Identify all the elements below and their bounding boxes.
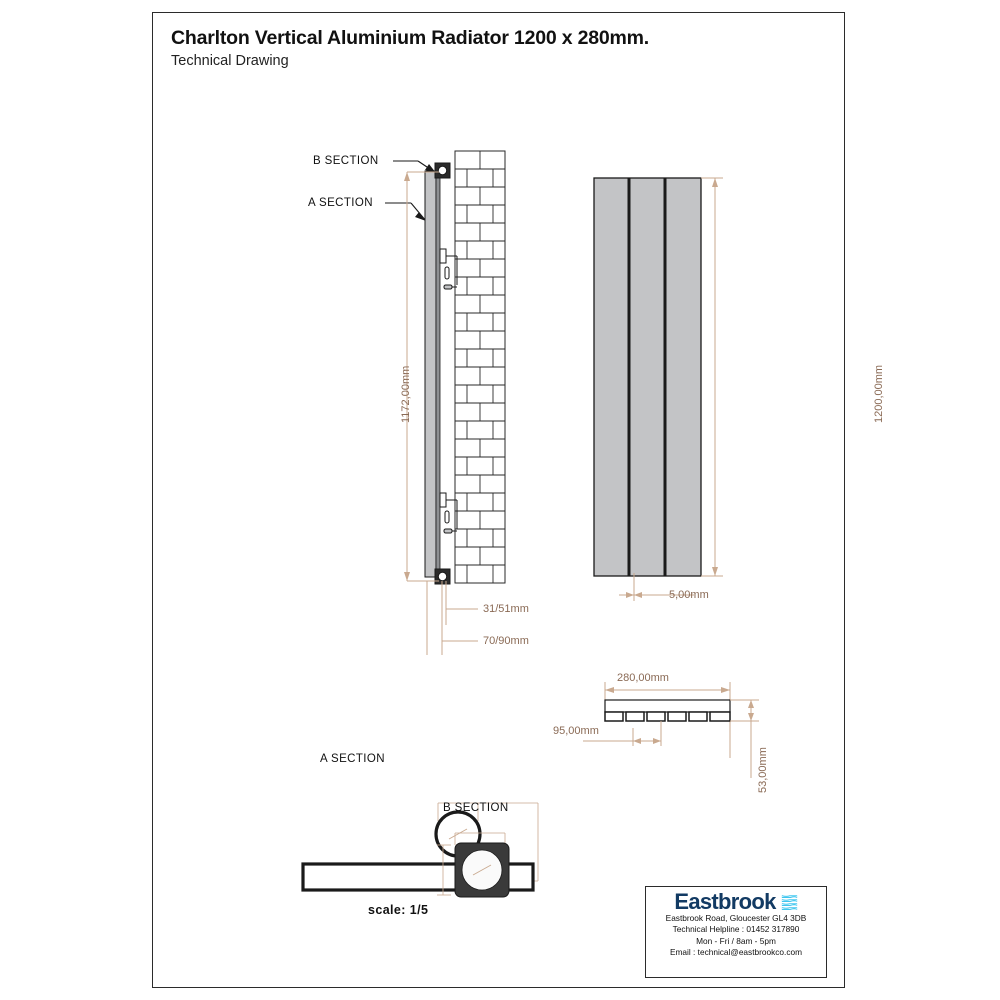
eastbrook-logo-icon: [781, 894, 797, 910]
a-section-profile: [301, 802, 539, 892]
side-depth-a-dimension-text: 31/51mm: [483, 603, 529, 615]
brand-name: Eastbrook: [674, 889, 776, 914]
page-title: Charlton Vertical Aluminium Radiator 120…: [171, 27, 650, 49]
brand-row: Eastbrook: [646, 891, 826, 913]
radiator-side-profile: [424, 162, 458, 585]
plan-spacing-dimension-text: 95,00mm: [553, 725, 599, 737]
front-height-dimension-line: [701, 177, 723, 577]
b-section-profile: [437, 832, 510, 898]
plan-depth-dimension-text: 53,00mm: [757, 747, 769, 793]
side-height-dimension-line: [404, 171, 439, 582]
plan-width-dimension-text: 280,00mm: [617, 672, 669, 684]
brick-wall: [454, 150, 506, 584]
radiator-plan-section: [583, 682, 759, 778]
a-section-callout-label: A SECTION: [308, 197, 373, 209]
side-height-dimension-text: 1172,00mm: [400, 365, 412, 423]
company-helpline: Technical Helpline : 01452 317890: [672, 924, 800, 935]
company-email: Email : technical@eastbrookco.com: [669, 947, 802, 958]
side-depth-dimensions: [408, 580, 478, 655]
a-section-detail-title: A SECTION: [320, 753, 385, 765]
a-section-scale-label: scale: 1/5: [368, 903, 429, 917]
front-gap-dimension: [619, 573, 694, 601]
b-section-detail-title: B SECTION: [443, 802, 509, 814]
front-height-dimension-text: 1200,00mm: [873, 364, 885, 423]
front-gap-dimension-text: 5,00mm: [669, 589, 709, 601]
page-subtitle: Technical Drawing: [171, 53, 289, 69]
company-address: Eastbrook Road, Gloucester GL4 3DB: [665, 913, 807, 923]
side-depth-b-dimension-text: 70/90mm: [483, 635, 529, 647]
drawing-sheet: Charlton Vertical Aluminium Radiator 120…: [152, 12, 885, 988]
company-hours: Mon - Fri / 8am - 5pm: [696, 935, 776, 946]
b-section-callout-label: B SECTION: [313, 155, 379, 167]
radiator-front-panels: [593, 177, 702, 577]
company-info-block: Eastbrook Eastbrook Road, Gloucester GL4…: [645, 886, 827, 978]
